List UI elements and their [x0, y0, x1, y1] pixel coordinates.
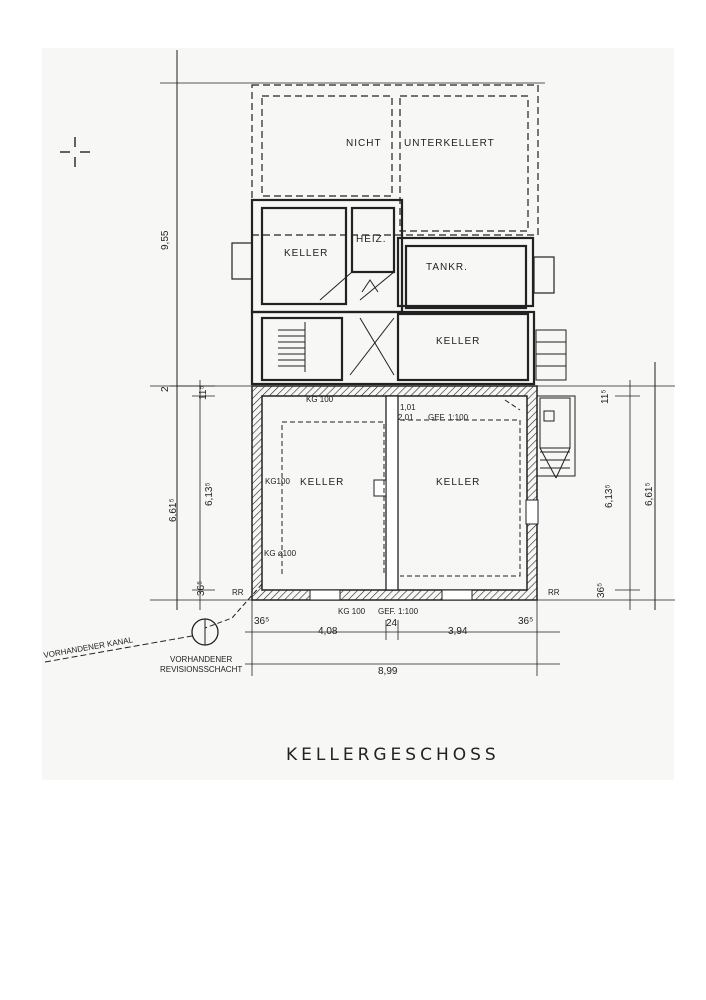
dimension-4-08: 4,08	[318, 626, 338, 637]
annotation-kg100-side: KG100	[265, 477, 290, 486]
dimension-3-94: 3,94	[448, 626, 468, 637]
label-nicht: NICHT	[346, 138, 382, 149]
label-unterkellert: UNTERKELLERT	[404, 138, 495, 149]
door-swings-upper	[319, 271, 395, 376]
label-keller-upper-left: KELLER	[284, 248, 328, 259]
dimension-11-left: 11⁵	[198, 385, 209, 400]
annotation-gef-bottom: GEF. 1:100	[378, 607, 419, 616]
dimension-36-bottom-right: 36⁵	[518, 616, 533, 627]
dimension-6-61-left: 6,61⁵	[168, 498, 179, 522]
dimension-36-right-side: 36⁵	[596, 583, 607, 598]
annotation-revision-line-1: VORHANDENER	[170, 655, 232, 664]
annotation-rr-left: RR	[232, 588, 244, 597]
side-steps-right	[535, 329, 567, 381]
label-heiz: HEIZ.	[356, 234, 387, 245]
annotation-kg100-top: KG 100	[306, 395, 334, 404]
dimension-6-13-right: 6,13⁵	[604, 484, 615, 508]
existing-sewer-line	[44, 635, 193, 663]
annotation-ratio-1: 1,01	[400, 403, 416, 412]
label-keller-mid-right: KELLER	[436, 336, 480, 347]
side-box-left	[231, 242, 253, 280]
drawing-title: KELLERGESCHOSS	[286, 745, 500, 765]
staircase-lower-right	[536, 395, 576, 479]
annotation-gef-top: GEF. 1:100	[428, 413, 469, 422]
label-keller-lower-left: KELLER	[300, 477, 344, 488]
label-keller-lower-right: KELLER	[436, 477, 480, 488]
dimension-36-left-side: 36⁵	[196, 581, 207, 596]
dimension-6-61-right: 6,61⁵	[644, 482, 655, 506]
side-box-right	[533, 256, 555, 294]
dimension-8-99: 8,99	[378, 666, 398, 677]
annotation-revision-line-2: REVISIONSSCHACHT	[160, 665, 242, 674]
crosshair-mark	[60, 137, 90, 167]
label-tankr: TANKR.	[426, 262, 468, 273]
scan-area	[42, 48, 674, 780]
dimension-11-right: 11⁵	[600, 389, 611, 404]
dimension-36-bottom-left: 36⁵	[254, 616, 269, 627]
dimension-2: 2	[160, 386, 171, 392]
annotation-kg-phi: KG ø100	[264, 549, 297, 558]
annotation-rr-right: RR	[548, 588, 560, 597]
dimension-24: 24	[386, 618, 398, 629]
annotation-kg100-bottom: KG 100	[338, 607, 366, 616]
annotation-ratio-2: 2,01	[398, 413, 414, 422]
lower-basement-walls	[251, 385, 539, 601]
dimension-6-13-left: 6,13⁵	[204, 482, 215, 506]
dimension-ticks-side	[170, 385, 640, 591]
sewer-lines	[204, 399, 521, 629]
dimension-9-55: 9,55	[160, 230, 171, 250]
dimension-lines-bottom	[245, 600, 560, 676]
staircase-upper	[278, 322, 306, 372]
